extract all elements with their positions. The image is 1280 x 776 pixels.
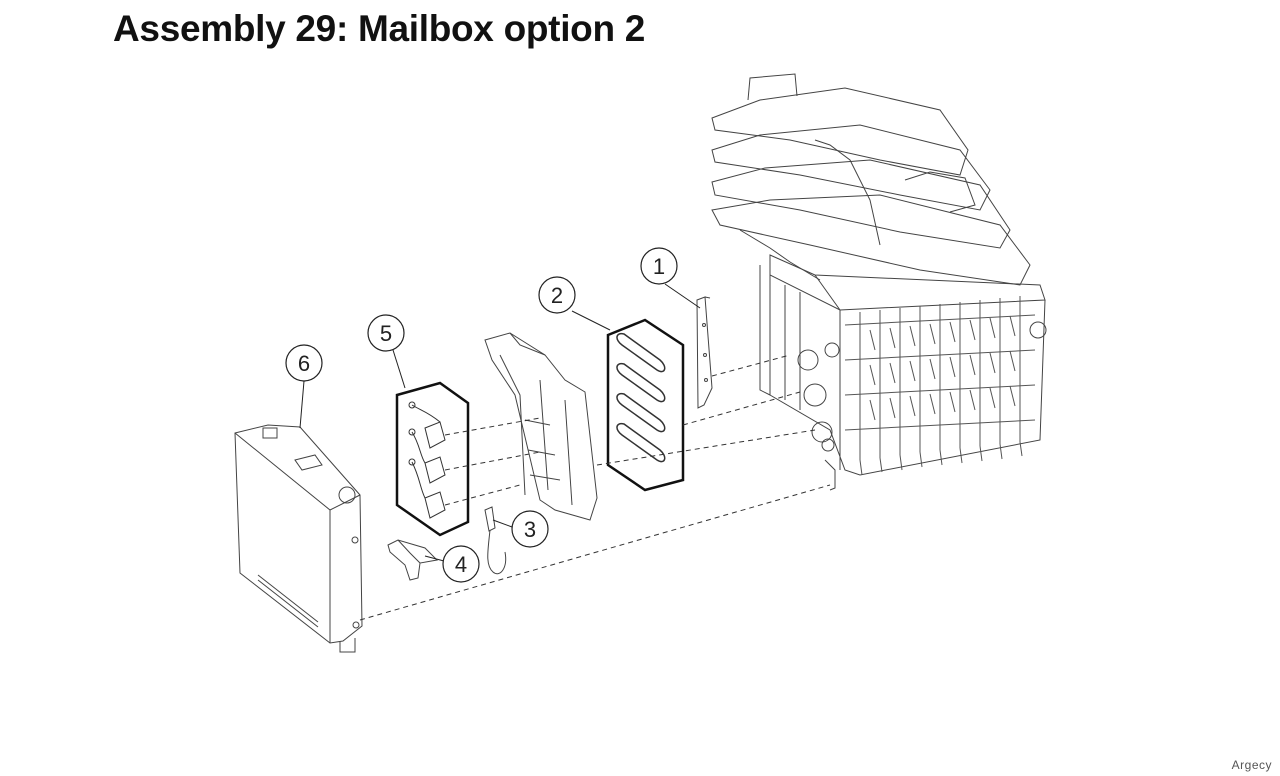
callout-label: 6 bbox=[298, 351, 310, 376]
callout-leader-lines bbox=[299, 283, 701, 562]
inner-frame bbox=[484, 332, 598, 521]
part-1-sensor-board bbox=[696, 296, 713, 409]
part-6-rear-cover bbox=[234, 424, 363, 653]
assembly-guide-lines bbox=[359, 354, 831, 621]
callout-label: 2 bbox=[551, 283, 563, 308]
mailbox-unit bbox=[711, 73, 1047, 491]
callouts: 1 2 3 4 5 6 bbox=[285, 247, 678, 583]
callout-3: 3 bbox=[511, 510, 549, 548]
callout-1: 1 bbox=[640, 247, 678, 285]
page-title: Assembly 29: Mailbox option 2 bbox=[113, 8, 646, 49]
callout-label: 4 bbox=[455, 552, 467, 577]
watermark: Argecy bbox=[1231, 758, 1272, 772]
part-3-sensor-cable bbox=[484, 506, 507, 575]
part-4-lever bbox=[387, 539, 439, 581]
callout-4: 4 bbox=[442, 545, 480, 583]
callout-label: 1 bbox=[653, 254, 665, 279]
callout-5: 5 bbox=[367, 314, 405, 352]
callout-2: 2 bbox=[538, 276, 576, 314]
callout-label: 3 bbox=[524, 517, 536, 542]
part-2-belts-kit bbox=[606, 318, 685, 492]
part-5-motors-kit bbox=[395, 381, 470, 537]
callout-6: 6 bbox=[285, 344, 323, 382]
callout-label: 5 bbox=[380, 321, 392, 346]
